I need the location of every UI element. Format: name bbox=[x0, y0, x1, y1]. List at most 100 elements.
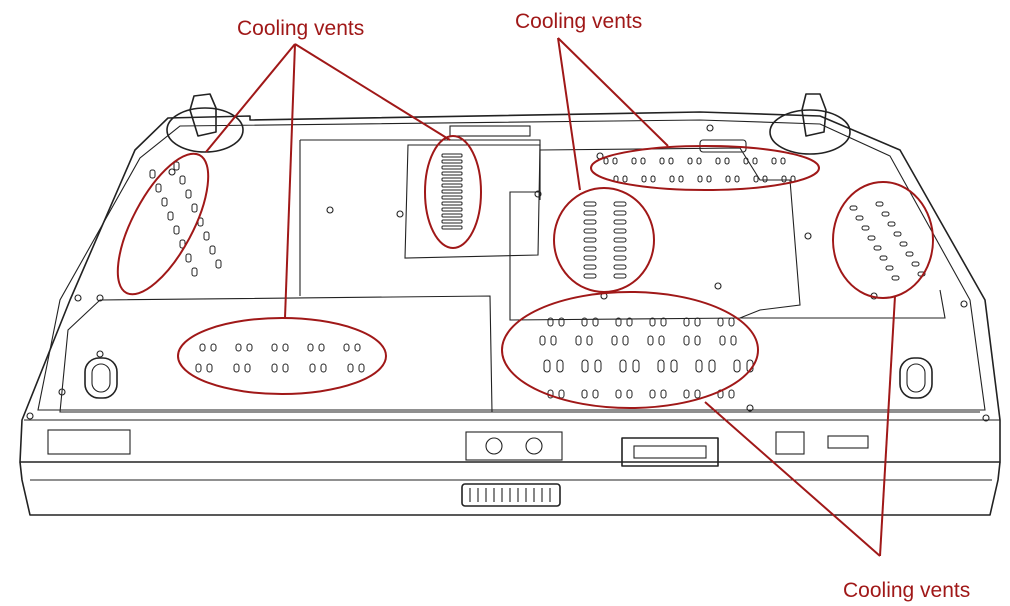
vent-slot bbox=[173, 225, 180, 235]
vent-slot bbox=[728, 389, 735, 399]
vent-slot bbox=[558, 389, 565, 399]
screw bbox=[960, 300, 968, 308]
vent-slot bbox=[622, 175, 628, 183]
vent-slot bbox=[343, 343, 350, 352]
vent-slot bbox=[640, 157, 646, 165]
vent-slot bbox=[660, 317, 667, 327]
vent-slot bbox=[441, 189, 463, 194]
vent-slot bbox=[613, 273, 627, 279]
vent-highlight-right-side bbox=[832, 181, 934, 299]
front-grille bbox=[461, 483, 561, 507]
vent-slot bbox=[695, 359, 703, 373]
screw bbox=[96, 294, 104, 302]
vent-slot bbox=[762, 175, 768, 183]
vent-slot bbox=[206, 363, 213, 373]
vent-slot bbox=[320, 363, 327, 373]
vent-slot bbox=[683, 335, 690, 346]
vent-slot bbox=[246, 343, 253, 352]
vent-slot bbox=[185, 253, 192, 263]
vent-slot bbox=[309, 363, 316, 373]
vent-slot bbox=[581, 389, 588, 399]
vent-slot bbox=[706, 175, 712, 183]
vent-slot bbox=[891, 275, 900, 281]
laptop-body bbox=[19, 93, 1001, 516]
vent-slot bbox=[583, 228, 597, 234]
vent-slot bbox=[358, 363, 365, 373]
vent-slot bbox=[743, 157, 749, 165]
vent-slot bbox=[668, 157, 674, 165]
vent-slot bbox=[558, 317, 565, 327]
vent-slot bbox=[271, 343, 278, 352]
vent-slot bbox=[855, 215, 864, 221]
vent-slot bbox=[282, 363, 289, 373]
vent-slot bbox=[696, 157, 702, 165]
vent-slot bbox=[649, 317, 656, 327]
rubber-foot-left bbox=[166, 93, 244, 153]
vent-slot bbox=[209, 245, 216, 255]
screw bbox=[714, 282, 722, 290]
vent-slot bbox=[780, 157, 786, 165]
vent-highlight-memory-door bbox=[424, 135, 482, 249]
vent-slot bbox=[441, 177, 463, 182]
vent-slot bbox=[583, 255, 597, 261]
vent-slot bbox=[575, 335, 582, 346]
vent-slot bbox=[583, 201, 597, 207]
vent-slot bbox=[441, 195, 463, 200]
vent-slot bbox=[657, 359, 665, 373]
vent-slot bbox=[670, 359, 678, 373]
vent-slot bbox=[626, 317, 633, 327]
vent-slot bbox=[441, 183, 463, 188]
vent-slot bbox=[873, 245, 882, 251]
vent-slot bbox=[539, 335, 546, 346]
vent-slot bbox=[149, 169, 156, 179]
vent-slot bbox=[441, 153, 463, 158]
vent-slot bbox=[185, 189, 192, 199]
vent-slot bbox=[583, 264, 597, 270]
vent-slot bbox=[613, 201, 627, 207]
vent-slot bbox=[781, 175, 787, 183]
vent-slot bbox=[581, 317, 588, 327]
vent-slot bbox=[244, 363, 251, 373]
vent-slot bbox=[173, 161, 180, 171]
vent-slot bbox=[879, 255, 888, 261]
vent-slot bbox=[583, 273, 597, 279]
vent-slot bbox=[687, 157, 693, 165]
screw bbox=[26, 412, 34, 420]
vent-slot bbox=[632, 359, 640, 373]
vent-slot bbox=[728, 317, 735, 327]
vent-slot bbox=[683, 389, 690, 399]
vent-slot bbox=[581, 359, 589, 373]
vent-slot bbox=[649, 389, 656, 399]
vent-slot bbox=[179, 239, 186, 249]
vent-slot bbox=[753, 175, 759, 183]
vent-slot bbox=[441, 213, 463, 218]
screw bbox=[746, 404, 754, 412]
vent-slot bbox=[318, 343, 325, 352]
vent-slot bbox=[179, 175, 186, 185]
vent-slot bbox=[626, 389, 633, 399]
vent-slot bbox=[603, 157, 609, 165]
vent-highlight-center bbox=[553, 187, 655, 293]
vent-slot bbox=[441, 165, 463, 170]
callout-label-top-center: Cooling vents bbox=[515, 10, 642, 33]
vent-slot bbox=[887, 221, 896, 227]
vent-slot bbox=[881, 211, 890, 217]
vent-slot bbox=[199, 343, 206, 352]
vent-slot bbox=[715, 157, 721, 165]
rubber-foot-front-left bbox=[84, 357, 118, 399]
vent-slot bbox=[441, 225, 463, 230]
vent-slot bbox=[885, 265, 894, 271]
screw bbox=[804, 232, 812, 240]
screw bbox=[326, 206, 334, 214]
callout-highlights bbox=[116, 135, 934, 409]
vent-slot bbox=[613, 228, 627, 234]
vent-slot bbox=[911, 261, 920, 267]
screw bbox=[396, 210, 404, 218]
vent-slot bbox=[678, 175, 684, 183]
vent-slot bbox=[583, 210, 597, 216]
vent-slot bbox=[615, 317, 622, 327]
vent-slot bbox=[210, 343, 217, 352]
vent-slot bbox=[543, 359, 551, 373]
vent-slot bbox=[613, 219, 627, 225]
